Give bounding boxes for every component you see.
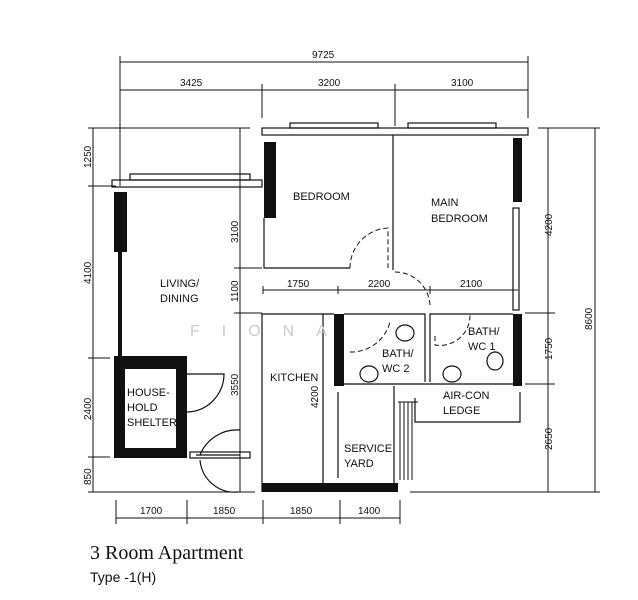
bedroom-window-ledge [289, 122, 379, 129]
dim-top-2: 3200 [318, 78, 341, 89]
room-label-living: LIVING/ [160, 278, 200, 290]
bottom-dimensions: 1700 1850 1850 1400 [115, 500, 401, 524]
room-label-bath1-1: BATH/ [468, 326, 501, 338]
bath1-column [513, 314, 522, 386]
bath1-wall [429, 313, 513, 382]
dim-top-3: 3100 [451, 78, 474, 89]
household-shelter-walls [114, 356, 187, 458]
bedroom-wall [263, 218, 350, 269]
room-label-service-yard-2: YARD [344, 458, 374, 470]
bedroom-column [264, 142, 276, 218]
kitchen-bottom-wall [262, 483, 398, 492]
dim-left-4: 850 [83, 468, 94, 485]
dim-corridor-1: 1750 [287, 279, 310, 290]
plan-title: 3 Room Apartment [90, 542, 244, 564]
room-label-kitchen: KITCHEN [270, 372, 318, 384]
dim-top-1: 3425 [180, 78, 203, 89]
room-label-main-bedroom-2: BEDROOM [431, 213, 488, 225]
room-label-bedroom: BEDROOM [293, 191, 350, 203]
dim-bottom-1: 1700 [140, 506, 163, 517]
bath1-door-swing[interactable] [434, 314, 471, 346]
dim-right-2: 1750 [544, 337, 555, 360]
dim-right-1: 4200 [544, 213, 555, 236]
plan-subtitle: Type -1(H) [90, 569, 156, 585]
dim-left-1: 1250 [83, 145, 94, 168]
living-left-wall [118, 252, 122, 358]
dim-inner-1: 3100 [230, 220, 241, 243]
basin-icon [442, 365, 462, 383]
toilet-icon [395, 324, 415, 342]
dim-bottom-4: 1400 [358, 506, 381, 517]
main-bedroom-window-ledge [407, 122, 497, 129]
dim-corridor-3: 2100 [460, 279, 483, 290]
bedroom-door-swing[interactable] [349, 227, 389, 269]
shelter-door-swing[interactable] [186, 373, 225, 413]
dim-corridor-2: 2200 [368, 279, 391, 290]
room-label-bath2-2: WC 2 [382, 363, 410, 375]
room-label-main-bedroom: MAIN [431, 197, 459, 209]
entrance-door-swing[interactable] [196, 429, 241, 493]
aircon-ledge-wall [414, 392, 521, 423]
room-label-shelter-2: HOLD [127, 402, 158, 414]
dim-inner-2: 1100 [230, 280, 241, 302]
corridor-dimensions: 1750 2200 2100 [262, 279, 518, 294]
living-wall-column [114, 192, 127, 252]
room-label-bath1-2: WC 1 [468, 341, 496, 353]
main-bedroom-column [513, 138, 522, 202]
dim-bottom-2: 1850 [213, 506, 236, 517]
toilet-icon [486, 351, 504, 371]
room-label-dining: DINING [160, 293, 199, 305]
dim-inner-3: 3550 [230, 373, 241, 396]
watermark: FIONA [190, 323, 349, 340]
room-label-service-yard-1: SERVICE [344, 443, 392, 455]
living-window-ledge [129, 173, 251, 181]
room-label-aircon-2: LEDGE [443, 405, 480, 417]
kitchen-wall [261, 313, 334, 492]
dim-left-3: 2400 [83, 397, 94, 420]
dim-bottom-3: 1850 [290, 506, 313, 517]
right-dimensions: 4200 1750 2650 8600 [410, 127, 600, 493]
balcony-rails [398, 401, 418, 480]
top-dimensions: 9725 3425 3200 3100 [119, 50, 529, 186]
kitchen-column [334, 314, 344, 386]
room-label-bath2-1: BATH/ [382, 348, 415, 360]
left-dimensions: 1250 4100 2400 850 3100 1100 3550 [83, 127, 262, 493]
room-label-shelter-3: SHELTER [127, 417, 177, 429]
main-bedroom-side-window [512, 207, 520, 311]
dim-overall-depth: 8600 [584, 307, 595, 330]
room-label-shelter-1: HOUSE- [127, 387, 170, 399]
dim-overall-width: 9725 [312, 50, 335, 61]
room-label-aircon-1: AIR-CON [443, 390, 490, 402]
dim-left-2: 4100 [83, 261, 94, 284]
top-wall [261, 127, 529, 136]
walls [111, 122, 529, 493]
bath2-door-swing[interactable] [349, 321, 391, 353]
main-bedroom-door-swing[interactable] [394, 271, 431, 306]
dim-kitchen-length: 4200 [310, 385, 321, 408]
entrance-threshold [189, 451, 251, 459]
dim-right-3: 2650 [544, 427, 555, 450]
bath2-wall [344, 313, 426, 382]
basin-icon [359, 365, 379, 383]
